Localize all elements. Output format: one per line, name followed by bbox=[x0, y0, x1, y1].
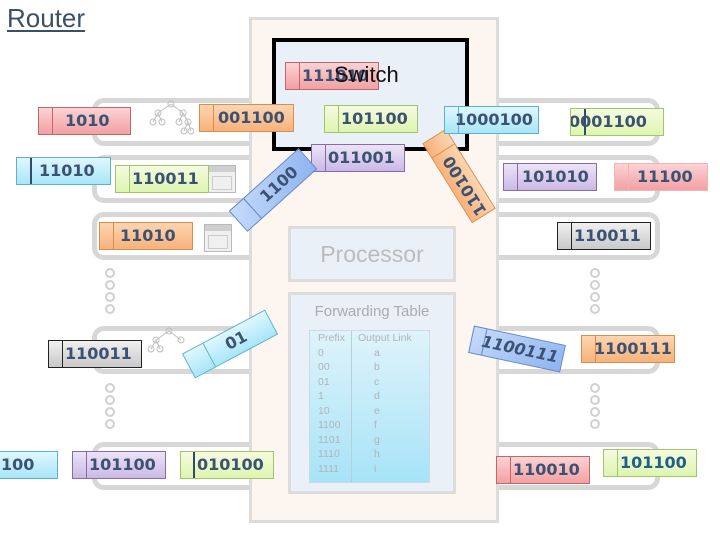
prefix-cell: 1111 bbox=[318, 462, 340, 475]
output-link-cell: a bbox=[374, 346, 380, 359]
packet: 1010 bbox=[38, 107, 131, 135]
forwarding-table-panel: Forwarding Table Prefix 0 00 01 1 10 110… bbox=[288, 292, 456, 494]
prefix-cell: 01 bbox=[318, 375, 330, 388]
trie-tree-icon bbox=[149, 100, 194, 135]
prefix-cell: 0 bbox=[318, 346, 324, 359]
packet: 111010 bbox=[285, 62, 379, 90]
packet: 11010 bbox=[99, 222, 193, 250]
packet: 0001100 bbox=[570, 108, 664, 136]
packet: 110011 bbox=[115, 165, 209, 193]
prefix-cell: 1100 bbox=[318, 419, 341, 431]
output-link-cell: h bbox=[374, 448, 380, 460]
page-title: Router bbox=[7, 3, 86, 33]
output-link-cell: e bbox=[374, 404, 380, 417]
packet: 11010 bbox=[16, 157, 111, 185]
packet: 1000100 bbox=[444, 106, 539, 134]
output-link-cell: b bbox=[374, 361, 380, 373]
port-ellipsis-right-2 bbox=[590, 383, 600, 431]
packet: 100 bbox=[0, 451, 58, 479]
forwarding-table: Prefix 0 00 01 1 10 1100 1101 1110 1111 … bbox=[309, 330, 430, 483]
mini-router-window-icon bbox=[208, 165, 236, 193]
prefix-cell: 10 bbox=[318, 404, 330, 417]
prefix-header: Prefix bbox=[318, 332, 345, 344]
output-port-lane-3 bbox=[496, 212, 660, 260]
output-link-header: Output Link bbox=[358, 332, 412, 344]
output-link-cell: i bbox=[374, 462, 377, 475]
packet: 101100 bbox=[603, 449, 697, 477]
packet: 101100 bbox=[72, 451, 166, 479]
packet: 001100 bbox=[199, 104, 294, 132]
packet: 011001 bbox=[311, 144, 405, 172]
prefix-cell: 1110 bbox=[318, 448, 340, 460]
packet: 101100 bbox=[324, 105, 418, 133]
switch-label: Switch bbox=[334, 62, 399, 87]
port-ellipsis-left-1 bbox=[105, 268, 115, 316]
packet: 110011 bbox=[48, 340, 142, 368]
output-link-cell: d bbox=[374, 390, 380, 402]
prefix-cell: 1 bbox=[318, 390, 324, 402]
packet: 101010 bbox=[503, 163, 597, 191]
processor-box: Processor bbox=[288, 226, 456, 282]
prefix-column: Prefix 0 00 01 1 10 1100 1101 1110 1111 bbox=[310, 331, 352, 482]
output-link-cell: g bbox=[374, 433, 380, 446]
packet: 010100 bbox=[180, 451, 274, 479]
packet: 11100 bbox=[614, 163, 708, 191]
port-ellipsis-left-2 bbox=[105, 383, 115, 431]
trie-tree-icon bbox=[147, 327, 185, 353]
forwarding-table-title: Forwarding Table bbox=[314, 303, 430, 320]
input-port-lane-3 bbox=[92, 212, 252, 260]
prefix-cell: 00 bbox=[318, 361, 330, 373]
prefix-cell: 1101 bbox=[318, 433, 341, 446]
output-link-cell: f bbox=[374, 419, 377, 431]
output-link-column: Output Link a b c d e f g h i bbox=[352, 331, 429, 482]
port-ellipsis-right-1 bbox=[590, 268, 600, 316]
output-link-cell: c bbox=[374, 375, 380, 388]
packet: 110011 bbox=[557, 222, 651, 250]
packet: 110010 bbox=[496, 456, 590, 484]
packet: 1100111 bbox=[581, 335, 675, 363]
mini-router-window-icon bbox=[204, 224, 232, 252]
